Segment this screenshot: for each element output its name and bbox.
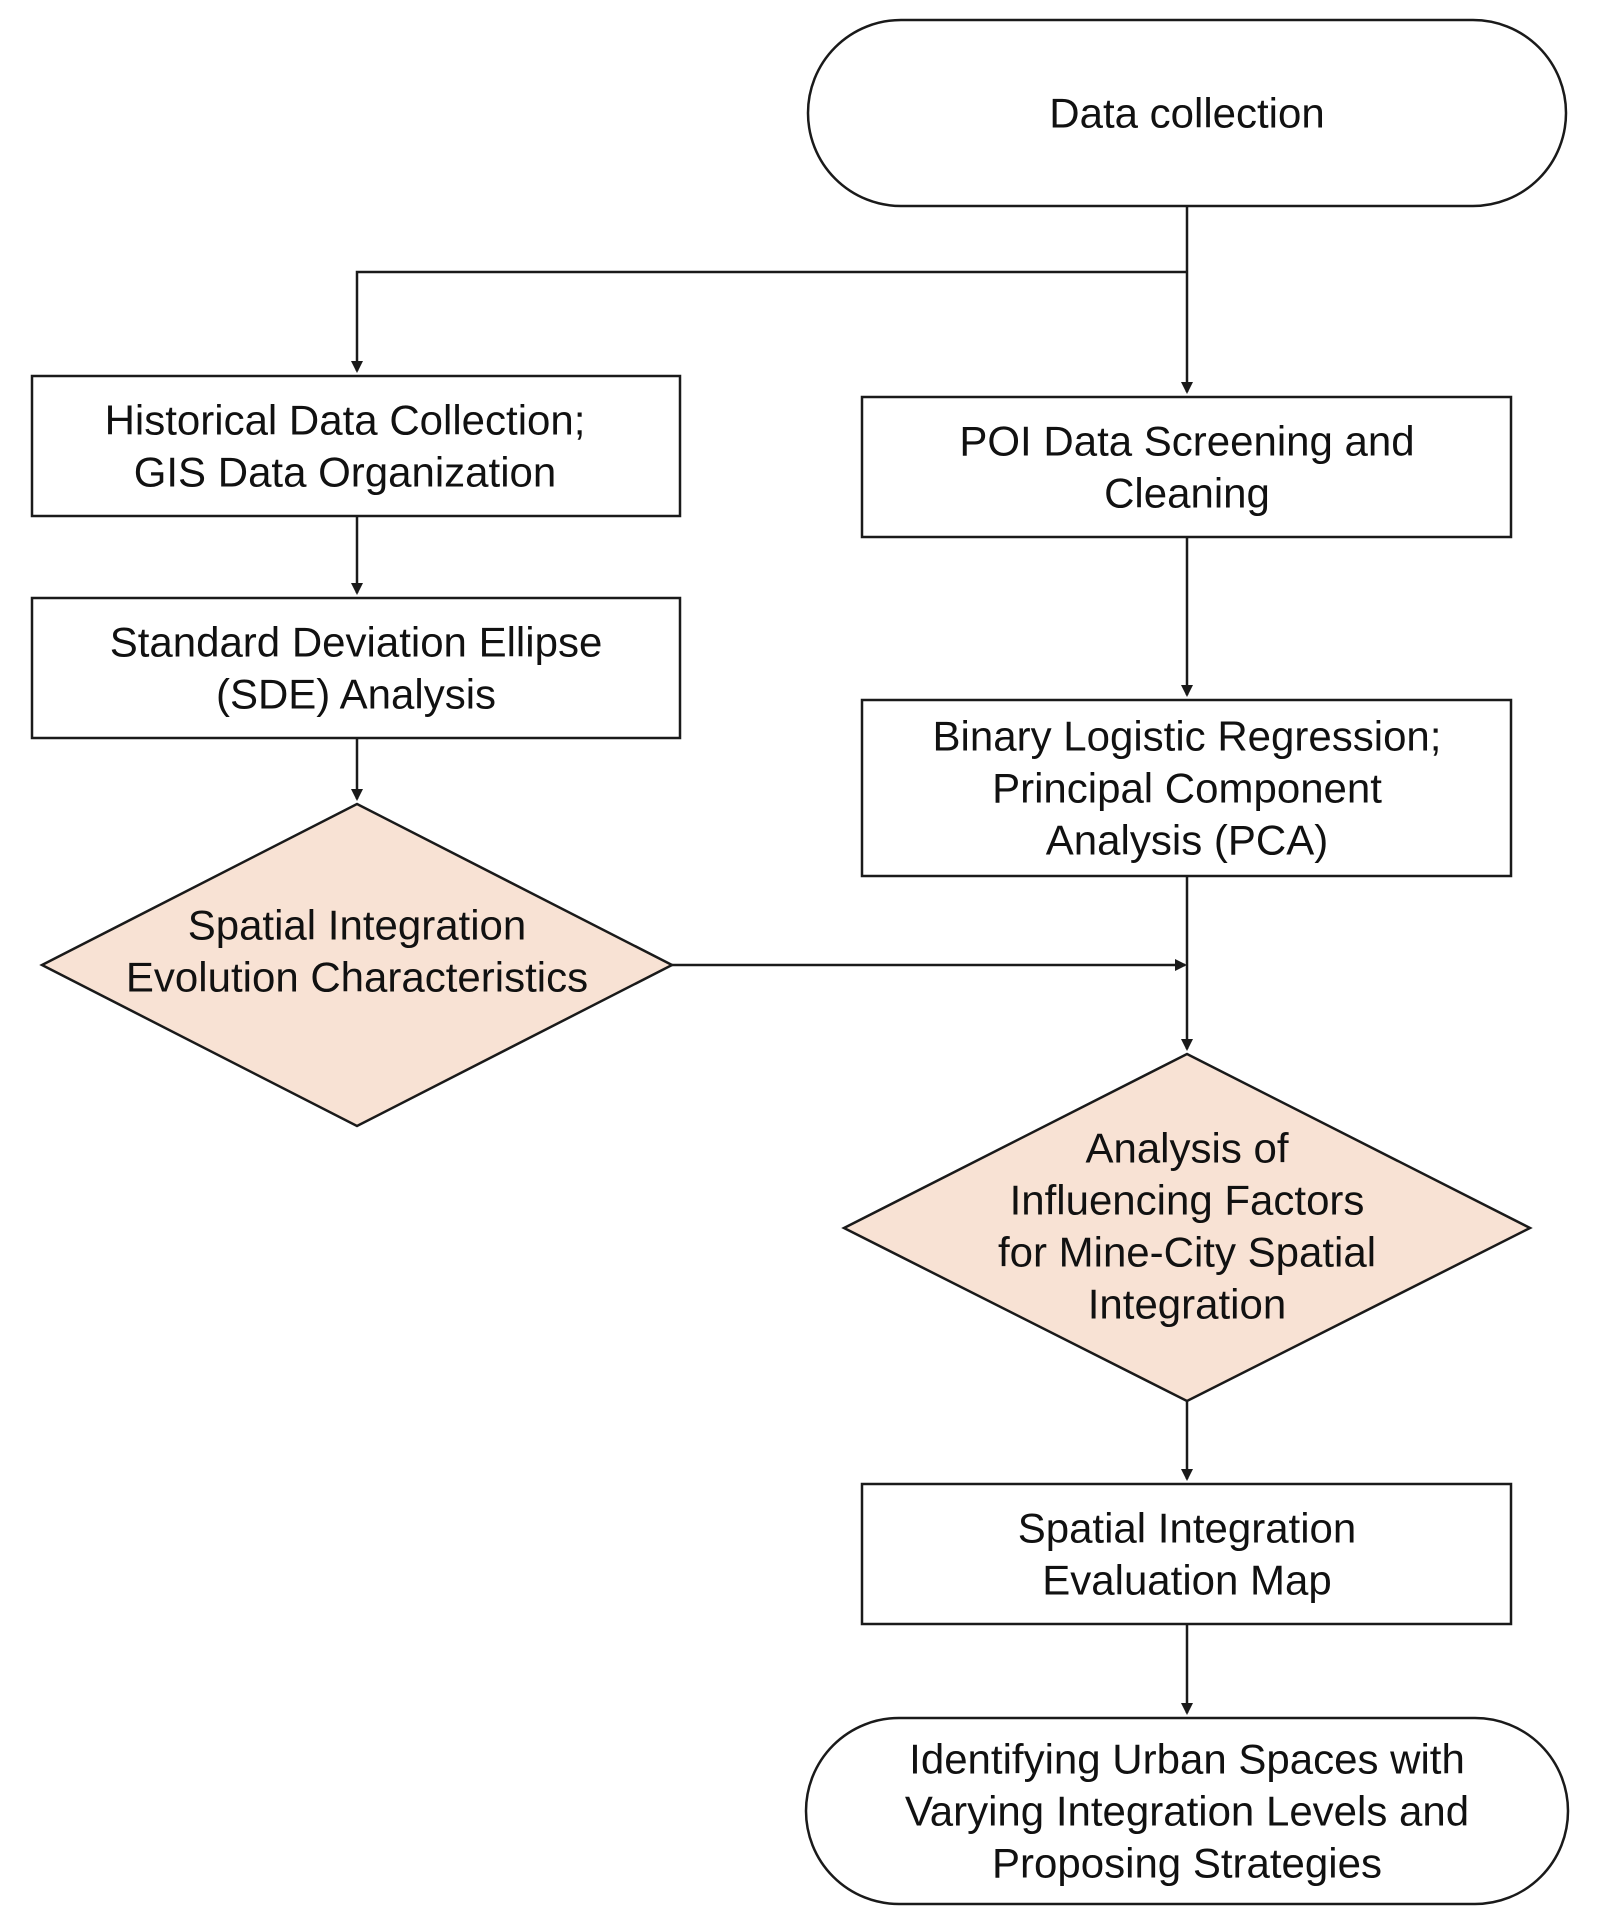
start-label-line: Data collection xyxy=(1049,90,1324,137)
poi-label-line: POI Data Screening and xyxy=(959,418,1414,465)
evolution-label-line: Spatial Integration xyxy=(188,902,527,949)
end-label-line: Identifying Urban Spaces with xyxy=(909,1736,1465,1783)
regression-pca-box: Binary Logistic Regression; Principal Com… xyxy=(860,698,1513,878)
evaluation-label-line: Spatial Integration xyxy=(1018,1505,1357,1552)
end-terminal-shape xyxy=(804,1716,1570,1906)
regression-pca-box-label: Binary Logistic Regression; Principal Com… xyxy=(933,713,1442,864)
evaluation-map-box-shape xyxy=(860,1482,1513,1626)
sde-analysis-box-label: Standard Deviation Ellipse (SDE) Analysis xyxy=(110,619,603,718)
historical-data-box-shape xyxy=(30,374,682,518)
factors-label-line: Influencing Factors xyxy=(1010,1177,1365,1224)
end-label-line: Varying Integration Levels and xyxy=(905,1788,1469,1835)
factors-decision: Analysis of Influencing Factors for Mine-C… xyxy=(841,1052,1533,1403)
factors-label-line: Integration xyxy=(1088,1281,1286,1328)
connector-to-historical xyxy=(351,270,1187,373)
regression-label-line: Analysis (PCA) xyxy=(1046,817,1328,864)
sde-analysis-box-shape xyxy=(30,596,682,740)
end-label-line: Proposing Strategies xyxy=(992,1840,1382,1887)
sde-label-line: Standard Deviation Ellipse xyxy=(110,619,603,666)
regression-label-line: Binary Logistic Regression; xyxy=(933,713,1442,760)
connectors xyxy=(351,206,1193,1715)
factors-label-line: Analysis of xyxy=(1085,1125,1288,1172)
evaluation-label-line: Evaluation Map xyxy=(1042,1557,1332,1604)
factors-label-line: for Mine-City Spatial xyxy=(998,1229,1376,1276)
evolution-label-line: Evolution Characteristics xyxy=(126,954,588,1001)
factors-decision-label: Analysis of Influencing Factors for Mine-C… xyxy=(998,1125,1376,1328)
historical-label-line: Historical Data Collection; xyxy=(105,397,586,444)
evolution-decision-shape xyxy=(39,802,675,1128)
factors-decision-shape xyxy=(841,1052,1533,1403)
historical-label-line: GIS Data Organization xyxy=(134,449,557,496)
poi-label-line: Cleaning xyxy=(1104,470,1270,517)
regression-label-line: Principal Component xyxy=(992,765,1382,812)
historical-data-box-label: Historical Data Collection; GIS Data Orga… xyxy=(105,397,586,496)
start-terminal-shape xyxy=(806,18,1568,208)
start-terminal: Data collection xyxy=(806,18,1568,208)
poi-screening-box-shape xyxy=(860,395,1513,539)
regression-pca-box-shape xyxy=(860,698,1513,878)
sde-label-line: (SDE) Analysis xyxy=(216,671,496,718)
start-terminal-label: Data collection xyxy=(1049,90,1324,137)
sde-analysis-box: Standard Deviation Ellipse (SDE) Analysis xyxy=(30,596,682,740)
historical-data-box: Historical Data Collection; GIS Data Orga… xyxy=(30,374,682,518)
